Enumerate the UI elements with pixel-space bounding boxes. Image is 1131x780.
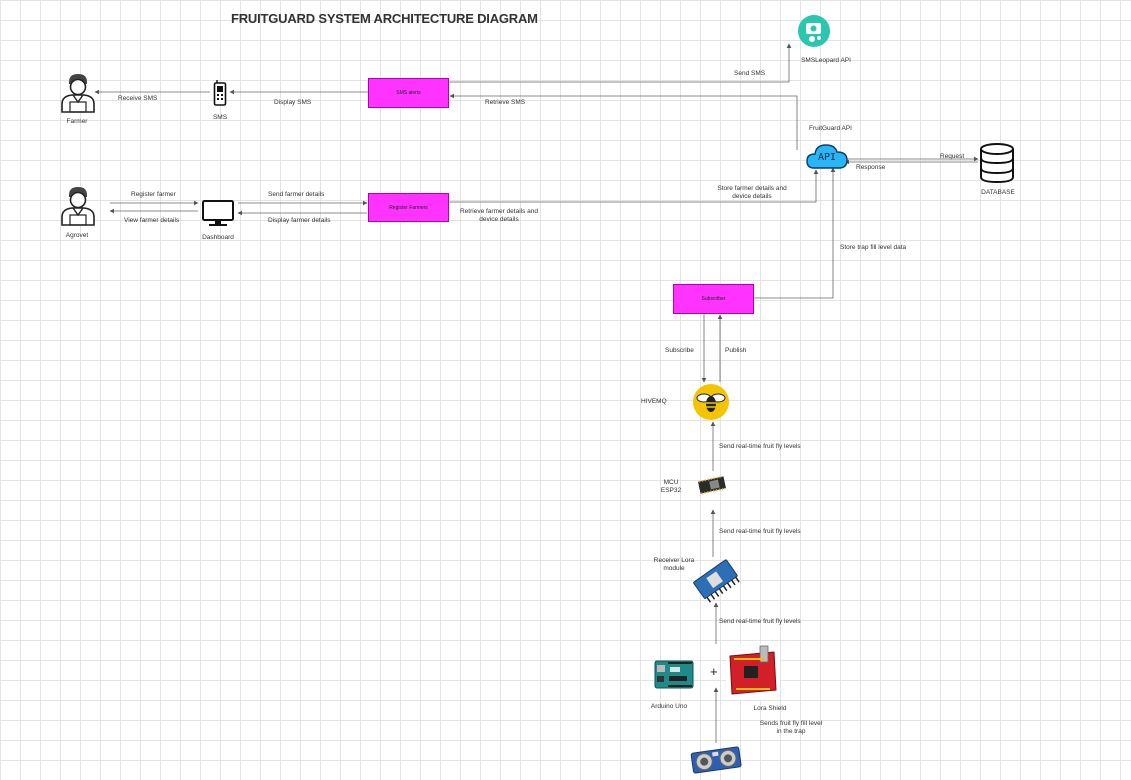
hivemq-label: HIVEMQ xyxy=(641,398,667,405)
label-subscribe: Subscribe xyxy=(665,347,694,354)
plus-sign: + xyxy=(710,664,718,679)
phone-icon xyxy=(213,80,227,106)
register-farmers-label: Register Farmers xyxy=(389,204,428,211)
label-send-farmer-details: Send farmer details xyxy=(268,191,325,198)
edge-retrieve-sms xyxy=(449,93,798,150)
sms-label: SMS xyxy=(212,114,228,121)
edge-store-trap xyxy=(754,167,836,299)
label-send-rt-3: Send real-time fruit fly levels xyxy=(719,618,801,625)
label-receive-sms: Receive SMS xyxy=(118,95,158,102)
subscriber-box[interactable]: Subscriber xyxy=(673,284,754,314)
agrovet-label: Agrovet xyxy=(65,232,89,239)
monitor-icon[interactable] xyxy=(201,199,235,227)
farmer-person-icon xyxy=(61,74,95,113)
fruitguard-api-label: FruitGuard API xyxy=(809,125,852,132)
label-response: Response xyxy=(856,164,886,171)
ultrasonic-sensor-icon[interactable] xyxy=(690,742,742,776)
agrovet-person-icon xyxy=(61,187,95,226)
label-store-trap: Store trap fill level data xyxy=(840,244,907,251)
label-publish: Publish xyxy=(725,347,747,354)
lora-shield-icon[interactable] xyxy=(726,644,780,700)
edge-send-sms xyxy=(449,43,792,83)
lora-receiver-icon[interactable] xyxy=(690,557,742,603)
edge-store-details xyxy=(449,169,819,203)
label-send-rt-1: Send real-time fruit fly levels xyxy=(719,443,801,450)
farmer-label: Farmer xyxy=(66,118,88,125)
api-cloud-icon[interactable] xyxy=(806,142,848,170)
api-cloud-text: API xyxy=(817,152,837,163)
arduino-label: Arduino Uno xyxy=(650,703,688,710)
label-request: Request xyxy=(940,153,965,160)
label-send-sms: Send SMS xyxy=(734,70,766,77)
lora-shield-label: Lora Shield xyxy=(753,705,787,712)
smsleopard-label: SMSLeopard API xyxy=(801,57,851,64)
arduino-uno-icon[interactable] xyxy=(654,658,694,690)
register-farmers-box[interactable]: Register Farmers xyxy=(368,193,449,222)
esp32-board-icon[interactable] xyxy=(696,475,728,495)
database-label: DATABASE xyxy=(981,189,1015,196)
smsleopard-icon[interactable] xyxy=(797,14,831,48)
sms-alerts-label: SMS alerts xyxy=(396,90,421,96)
sms-alerts-box[interactable]: SMS alerts xyxy=(368,78,449,108)
diagram-title: FRUITGUARD SYSTEM ARCHITECTURE DIAGRAM xyxy=(231,11,538,26)
label-view-farmer-details: View farmer details xyxy=(124,217,180,224)
label-display-sms: Display SMS xyxy=(274,99,312,106)
dashboard-label: Dashboard xyxy=(202,234,234,241)
label-display-farmer-details: Display farmer details xyxy=(268,217,331,224)
hivemq-bee-icon[interactable] xyxy=(692,383,730,421)
label-retrieve-sms: Retrieve SMS xyxy=(485,99,526,106)
database-icon[interactable] xyxy=(979,143,1015,183)
label-send-rt-2: Send real-time fruit fly levels xyxy=(719,528,801,535)
label-register-farmer: Register farmer xyxy=(131,191,176,198)
subscriber-label: Subscriber xyxy=(701,296,726,302)
